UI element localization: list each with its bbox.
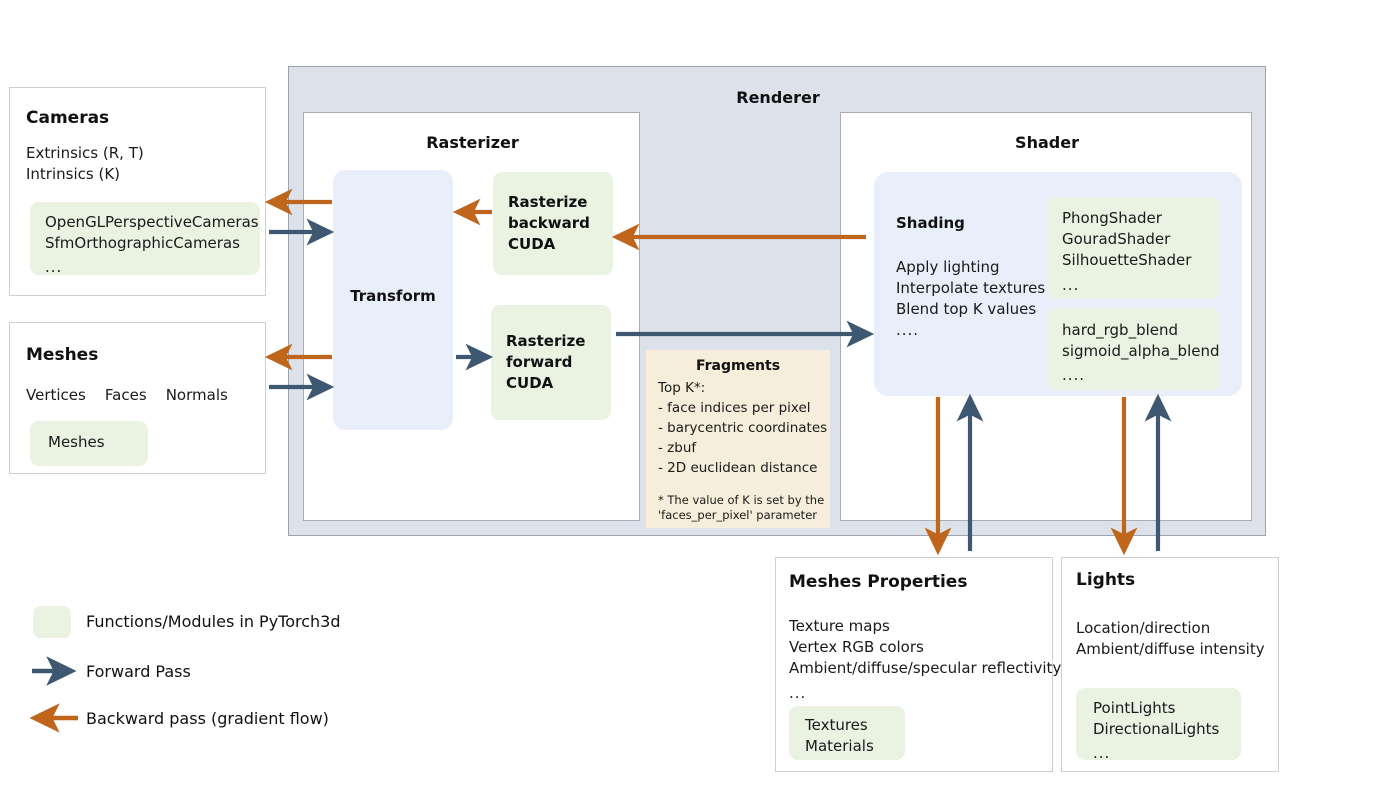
- legend-label-modules: Functions/Modules in PyTorch3d: [86, 612, 341, 631]
- shading-line: ....: [896, 321, 920, 339]
- fragments-box: Fragments Top K*: - face indices per pix…: [646, 350, 830, 528]
- fragments-line: - zbuf: [658, 440, 697, 456]
- fragments-title: Fragments: [695, 358, 781, 374]
- mesh-properties-module-box: Textures Materials: [789, 706, 905, 760]
- shading-line: Interpolate textures: [896, 279, 1046, 297]
- lights-module-item: PointLights: [1093, 699, 1176, 717]
- fragments-line: - face indices per pixel: [658, 400, 811, 416]
- rasterize-backward-line-2: backward: [508, 214, 590, 232]
- rasterizer-title: Rasterizer: [426, 133, 519, 152]
- fragments-line: - 2D euclidean distance: [658, 460, 818, 476]
- blend-module-item: ....: [1062, 366, 1086, 384]
- cameras-module-item: ...: [45, 258, 63, 276]
- mesh-properties-title: Meshes Properties: [789, 572, 968, 592]
- lights-box: Lights Location/direction Ambient/diffus…: [1061, 557, 1279, 772]
- lights-line: Ambient/diffuse intensity: [1076, 640, 1265, 658]
- cameras-module-item: OpenGLPerspectiveCameras: [45, 213, 259, 231]
- shader-module-item: PhongShader: [1062, 209, 1162, 227]
- meshes-box: Meshes Vertices Faces Normals Meshes: [9, 322, 266, 474]
- shader-module-item: GouradShader: [1062, 230, 1171, 248]
- shading-line: Apply lighting: [896, 258, 1000, 276]
- mesh-properties-line: Vertex RGB colors: [789, 638, 924, 656]
- legend-green-swatch-icon: [33, 606, 71, 638]
- shaders-module-box: PhongShader GouradShader SilhouetteShade…: [1048, 197, 1220, 299]
- lights-module-item: ...: [1093, 744, 1111, 762]
- legend-label-forward: Forward Pass: [86, 662, 191, 681]
- meshes-module-item: Meshes: [48, 433, 105, 451]
- rasterize-forward-line-3: CUDA: [506, 374, 554, 392]
- blend-module-box: hard_rgb_blend sigmoid_alpha_blend ....: [1048, 308, 1220, 390]
- cameras-line: Extrinsics (R, T): [26, 144, 144, 162]
- mesh-properties-box: Meshes Properties Texture maps Vertex RG…: [775, 557, 1062, 772]
- lights-title: Lights: [1076, 570, 1136, 590]
- mesh-properties-module-item: Materials: [805, 737, 874, 755]
- rasterize-backward-box: Rasterize backward CUDA: [493, 172, 613, 275]
- cameras-line: Intrinsics (K): [26, 165, 121, 183]
- shader-title: Shader: [1015, 133, 1079, 152]
- lights-module-box: PointLights DirectionalLights ...: [1076, 688, 1241, 762]
- shading-panel: Shading Apply lighting Interpolate textu…: [874, 172, 1242, 396]
- mesh-properties-line: Ambient/diffuse/specular reflectivity: [789, 659, 1062, 677]
- blend-module-item: sigmoid_alpha_blend: [1062, 342, 1220, 360]
- meshes-title: Meshes: [26, 345, 99, 365]
- fragments-note: 'faces_per_pixel' parameter: [658, 508, 817, 522]
- transform-box: Transform: [333, 170, 453, 430]
- mesh-properties-module-item: Textures: [805, 716, 868, 734]
- meshes-module-box: Meshes: [30, 421, 148, 466]
- transform-label: Transform: [350, 287, 436, 305]
- fragments-line: - barycentric coordinates: [658, 420, 828, 436]
- shading-line: Blend top K values: [896, 300, 1037, 318]
- lights-line: Location/direction: [1076, 619, 1211, 637]
- rasterize-backward-line-1: Rasterize: [508, 193, 588, 211]
- mesh-properties-line: ...: [789, 684, 807, 702]
- rasterize-forward-box: Rasterize forward CUDA: [491, 305, 611, 420]
- rasterize-forward-line-2: forward: [506, 353, 573, 371]
- shader-module-item: ...: [1062, 276, 1080, 294]
- cameras-box: Cameras Extrinsics (R, T) Intrinsics (K)…: [9, 87, 266, 296]
- blend-module-item: hard_rgb_blend: [1062, 321, 1179, 339]
- rasterize-forward-line-1: Rasterize: [506, 332, 586, 350]
- fragments-note: * The value of K is set by the: [658, 493, 825, 507]
- shader-module-item: SilhouetteShader: [1062, 251, 1192, 269]
- cameras-module-item: SfmOrthographicCameras: [45, 234, 240, 252]
- shading-title: Shading: [896, 214, 965, 232]
- fragments-line: Top K*:: [658, 380, 706, 396]
- legend-label-backward: Backward pass (gradient flow): [86, 709, 329, 728]
- rasterize-backward-line-3: CUDA: [508, 235, 556, 253]
- cameras-title: Cameras: [26, 108, 110, 128]
- meshes-line: Vertices Faces Normals: [26, 386, 228, 404]
- lights-module-item: DirectionalLights: [1093, 720, 1220, 738]
- renderer-title: Renderer: [736, 88, 820, 107]
- mesh-properties-line: Texture maps: [789, 617, 890, 635]
- cameras-module-box: OpenGLPerspectiveCameras SfmOrthographic…: [30, 202, 260, 276]
